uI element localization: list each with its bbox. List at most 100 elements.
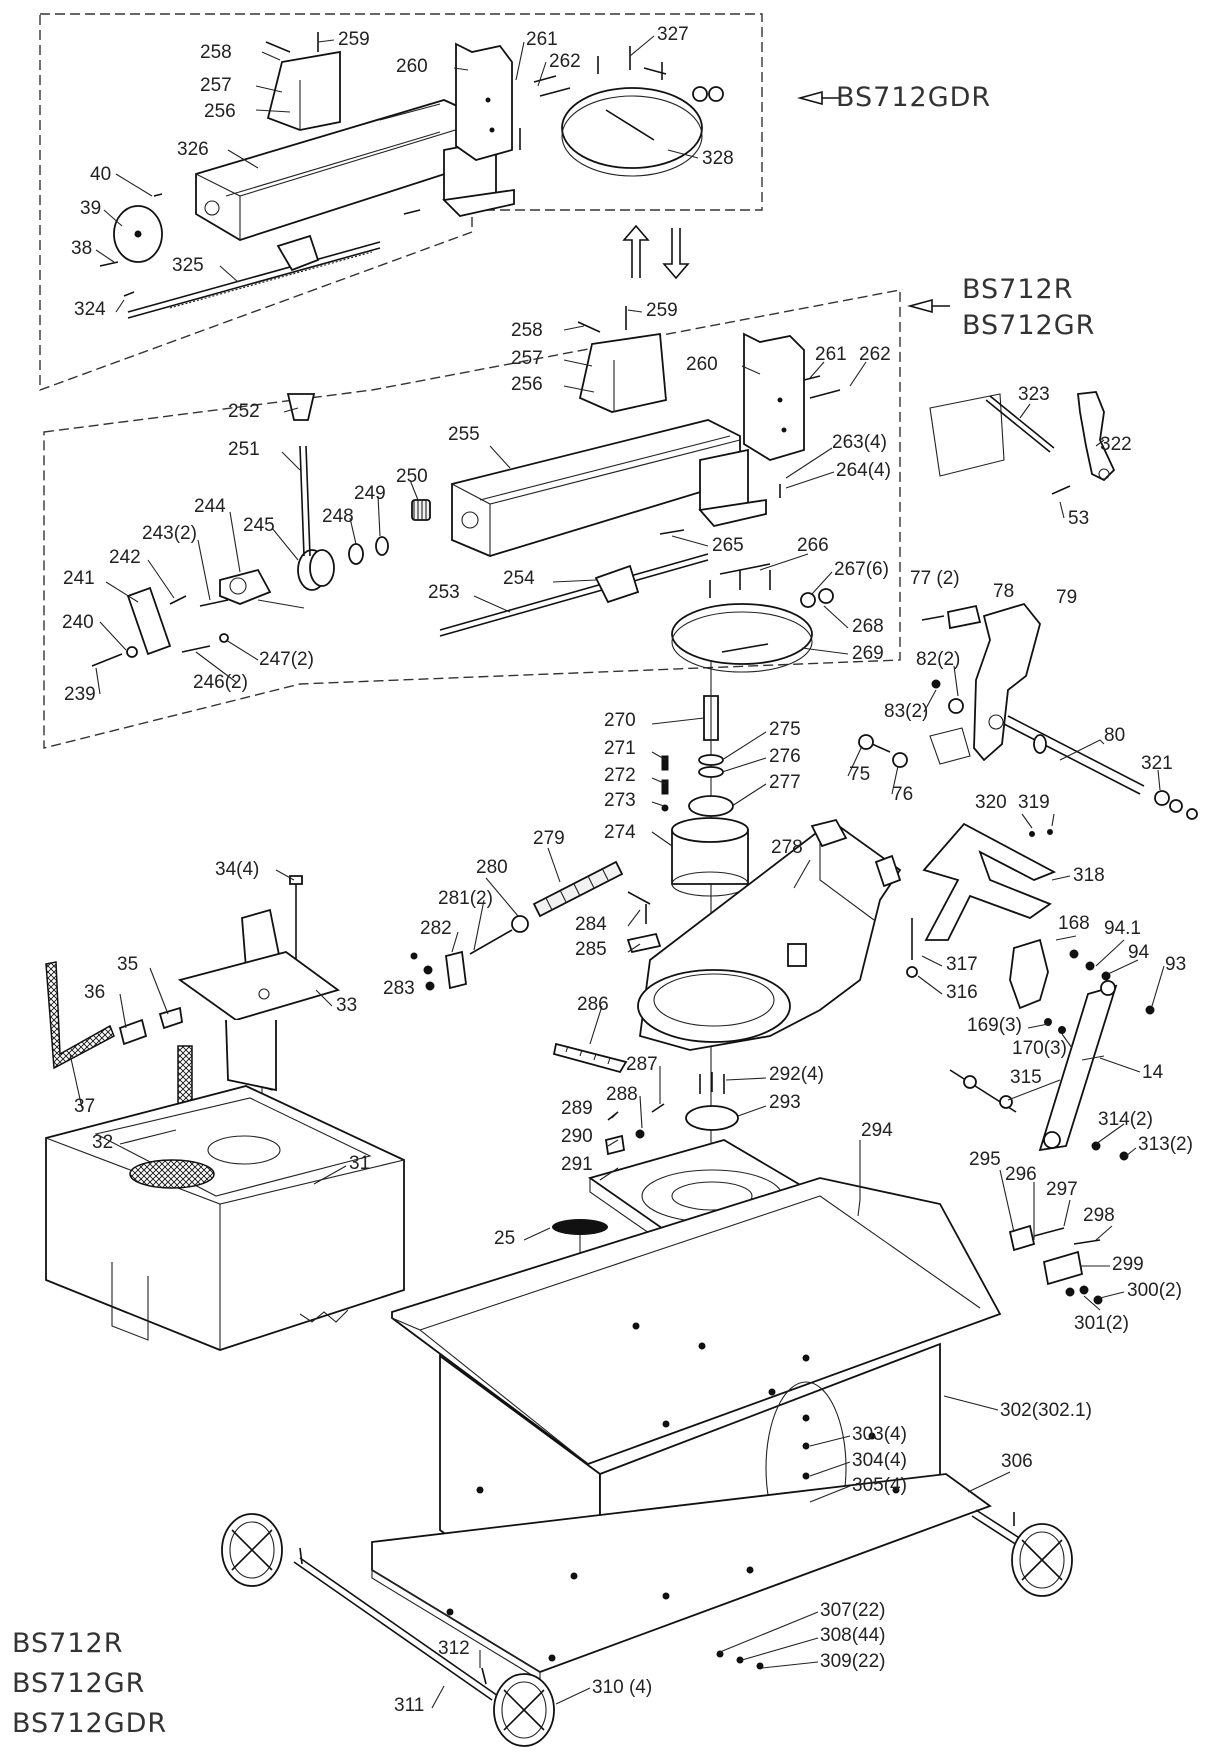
part-label-n295: 295	[969, 1149, 1001, 1170]
part-label-n269: 269	[852, 643, 884, 664]
part-label-n77: 77 (2)	[910, 568, 960, 589]
part-label-n258b: 258	[511, 320, 543, 341]
part-label-n83: 83(2)	[884, 701, 928, 722]
part-label-n25: 25	[494, 1228, 515, 1249]
part-label-n168: 168	[1058, 913, 1090, 934]
part-label-n37: 37	[74, 1096, 95, 1117]
part-label-n80: 80	[1104, 725, 1125, 746]
part-label-n258a: 258	[200, 42, 232, 63]
part-label-n313: 313(2)	[1138, 1134, 1193, 1155]
part-label-n310: 310 (4)	[592, 1677, 652, 1698]
part-label-n288: 288	[606, 1084, 638, 1105]
part-label-n297: 297	[1046, 1179, 1078, 1200]
part-label-n296: 296	[1005, 1164, 1037, 1185]
part-label-n290: 290	[561, 1126, 593, 1147]
part-label-n279: 279	[533, 828, 565, 849]
part-label-n262a: 262	[549, 51, 581, 72]
part-label-n286: 286	[577, 994, 609, 1015]
part-label-n38: 38	[71, 238, 92, 259]
part-label-n312: 312	[438, 1638, 470, 1659]
part-label-n321: 321	[1141, 753, 1173, 774]
part-label-n248: 248	[322, 506, 354, 527]
part-label-n324: 324	[74, 299, 106, 320]
part-label-n257a: 257	[200, 75, 232, 96]
part-label-n256b: 256	[511, 374, 543, 395]
part-label-n292: 292(4)	[769, 1064, 824, 1085]
model-label-middle-2: BS712GR	[962, 310, 1095, 341]
part-label-n328: 328	[702, 148, 734, 169]
part-label-n79: 79	[1056, 587, 1077, 608]
right-arm-parts	[858, 391, 1198, 1305]
part-label-n316: 316	[946, 982, 978, 1003]
part-label-n282: 282	[420, 918, 452, 939]
part-label-n254: 254	[503, 568, 535, 589]
part-label-n251: 251	[228, 439, 260, 460]
middle-group-parts	[91, 306, 841, 673]
part-label-n264: 264(4)	[836, 460, 891, 481]
model-label-top: BS712GDR	[836, 82, 991, 113]
part-label-n256a: 256	[204, 101, 236, 122]
wheel-left-front	[493, 1673, 555, 1747]
group-switch-arrows	[622, 90, 950, 314]
part-label-n240: 240	[62, 612, 94, 633]
part-label-n36: 36	[84, 982, 105, 1003]
part-label-n53: 53	[1068, 508, 1089, 529]
part-label-n323: 323	[1018, 384, 1050, 405]
part-label-n260a: 260	[396, 56, 428, 77]
part-label-n273: 273	[604, 790, 636, 811]
part-label-n94: 94	[1128, 942, 1150, 963]
part-label-n302: 302(302.1)	[1000, 1400, 1092, 1421]
part-label-n268: 268	[852, 616, 884, 637]
part-number-labels: 2582592572562602612623273283264039383253…	[62, 24, 1193, 1716]
group-boundary-bs712r	[43, 289, 901, 749]
part-label-n170: 170(3)	[1012, 1038, 1067, 1059]
part-label-n315: 315	[1010, 1067, 1042, 1088]
part-label-n278: 278	[771, 837, 803, 858]
part-label-n93: 93	[1165, 954, 1186, 975]
part-label-n169: 169(3)	[967, 1015, 1022, 1036]
part-label-n271: 271	[604, 738, 636, 759]
part-label-n32: 32	[92, 1132, 113, 1153]
part-label-n280: 280	[476, 857, 508, 878]
part-label-n265: 265	[712, 535, 744, 556]
part-label-n322: 322	[1100, 434, 1132, 455]
part-label-n275: 275	[769, 719, 801, 740]
part-label-n299: 299	[1112, 1254, 1144, 1275]
part-label-n309: 309(22)	[820, 1651, 886, 1672]
part-label-n247: 247(2)	[259, 649, 314, 670]
stand-parts	[221, 1177, 1073, 1747]
part-label-n287: 287	[626, 1054, 658, 1075]
part-label-n319: 319	[1018, 792, 1050, 813]
part-label-n304: 304(4)	[852, 1450, 907, 1471]
part-label-n300: 300(2)	[1127, 1280, 1182, 1301]
part-label-n276: 276	[769, 746, 801, 767]
part-label-n245: 245	[243, 515, 275, 536]
wheel-left-rear	[221, 1513, 283, 1587]
part-label-n298: 298	[1083, 1205, 1115, 1226]
part-label-n259b: 259	[646, 300, 678, 321]
model-label-middle-1: BS712R	[962, 274, 1073, 305]
part-label-n274: 274	[604, 822, 636, 843]
part-label-n259a: 259	[338, 29, 370, 50]
model-footer-3: BS712GDR	[12, 1708, 167, 1739]
part-label-n285: 285	[575, 939, 607, 960]
part-label-n244: 244	[194, 496, 226, 517]
part-label-n40: 40	[90, 164, 111, 185]
part-label-n255: 255	[448, 424, 480, 445]
part-label-n31: 31	[349, 1153, 370, 1174]
model-footer-2: BS712GR	[12, 1668, 145, 1699]
part-label-n78: 78	[993, 581, 1014, 602]
part-label-n257b: 257	[511, 348, 543, 369]
part-label-n314: 314(2)	[1098, 1109, 1153, 1130]
part-label-n242: 242	[109, 547, 141, 568]
part-label-n318: 318	[1073, 865, 1105, 886]
part-label-n308: 308(44)	[820, 1625, 886, 1646]
part-label-n303: 303(4)	[852, 1424, 907, 1445]
part-label-n249: 249	[354, 483, 386, 504]
part-label-n82: 82(2)	[916, 649, 960, 670]
top-group-parts	[99, 32, 724, 319]
part-label-n263: 263(4)	[832, 432, 887, 453]
part-label-n252: 252	[228, 401, 260, 422]
